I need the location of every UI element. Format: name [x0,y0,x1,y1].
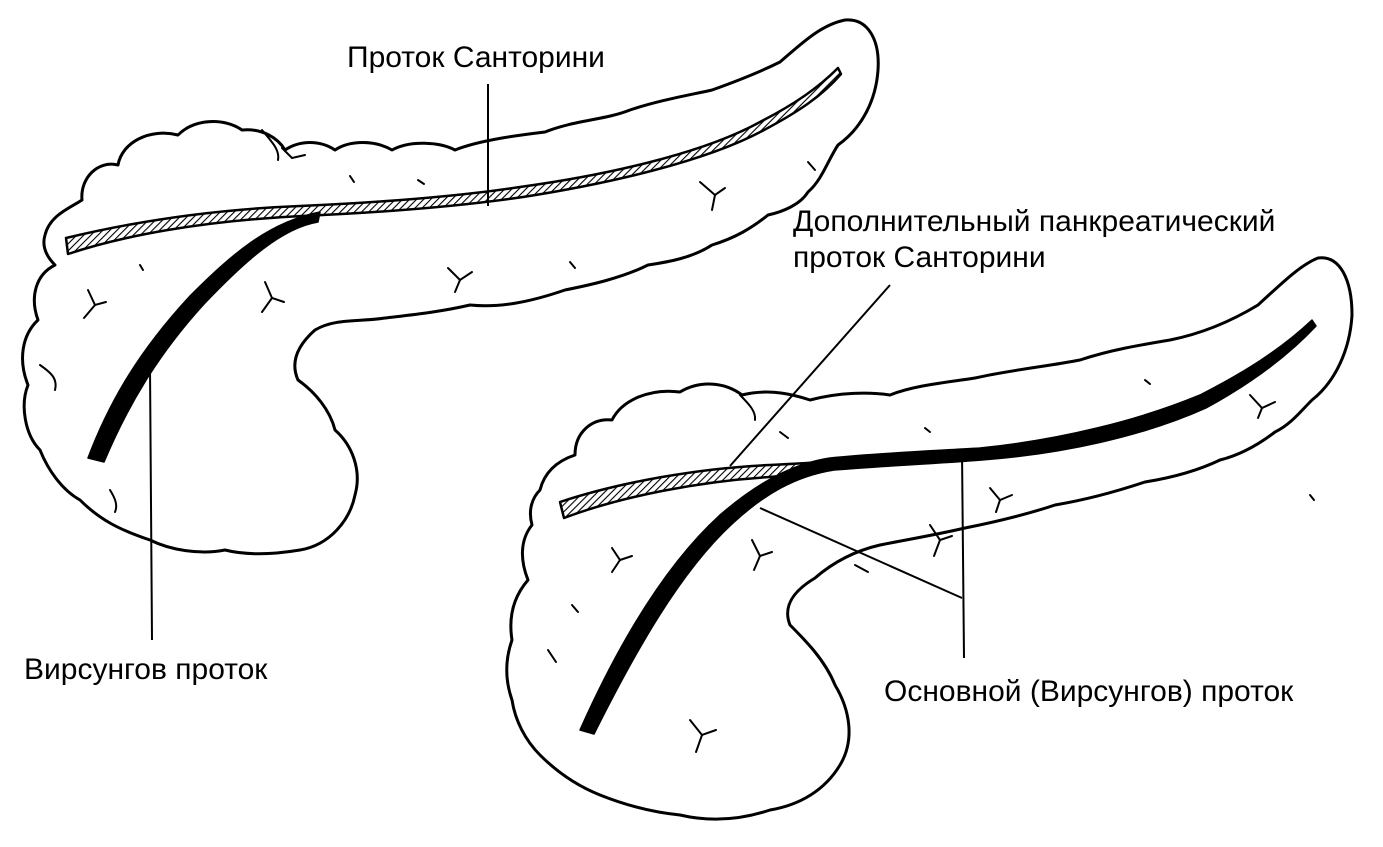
label-accessory-duct: Дополнительный панкреатический проток Са… [793,204,1275,276]
wirsung-duct-right [579,319,1317,735]
pancreas-right [505,256,1354,821]
santorini-duct-left [64,66,843,256]
pointer-main-duct-vertical [961,451,965,659]
label-wirsung-duct: Вирсунгов проток [24,653,268,686]
label-accessory-duct-line1: Дополнительный панкреатический [793,205,1276,238]
pointer-accessory-duct [729,284,891,467]
label-accessory-duct-line2: проток Санторини [793,241,1046,274]
pancreas-right-texture [547,379,1315,753]
wirsung-duct-left [87,211,321,463]
pointer-main-duct-diagonal [759,507,963,599]
label-main-duct: Основной (Вирсунгов) проток [884,675,1294,708]
pancreas-left [21,18,880,641]
pancreas-left-outline [21,18,880,556]
label-santorini-duct: Проток Санторини [347,41,605,74]
pancreas-right-outline [505,256,1354,821]
pancreas-left-texture [39,129,816,513]
pointer-wirsung-left [149,367,153,641]
